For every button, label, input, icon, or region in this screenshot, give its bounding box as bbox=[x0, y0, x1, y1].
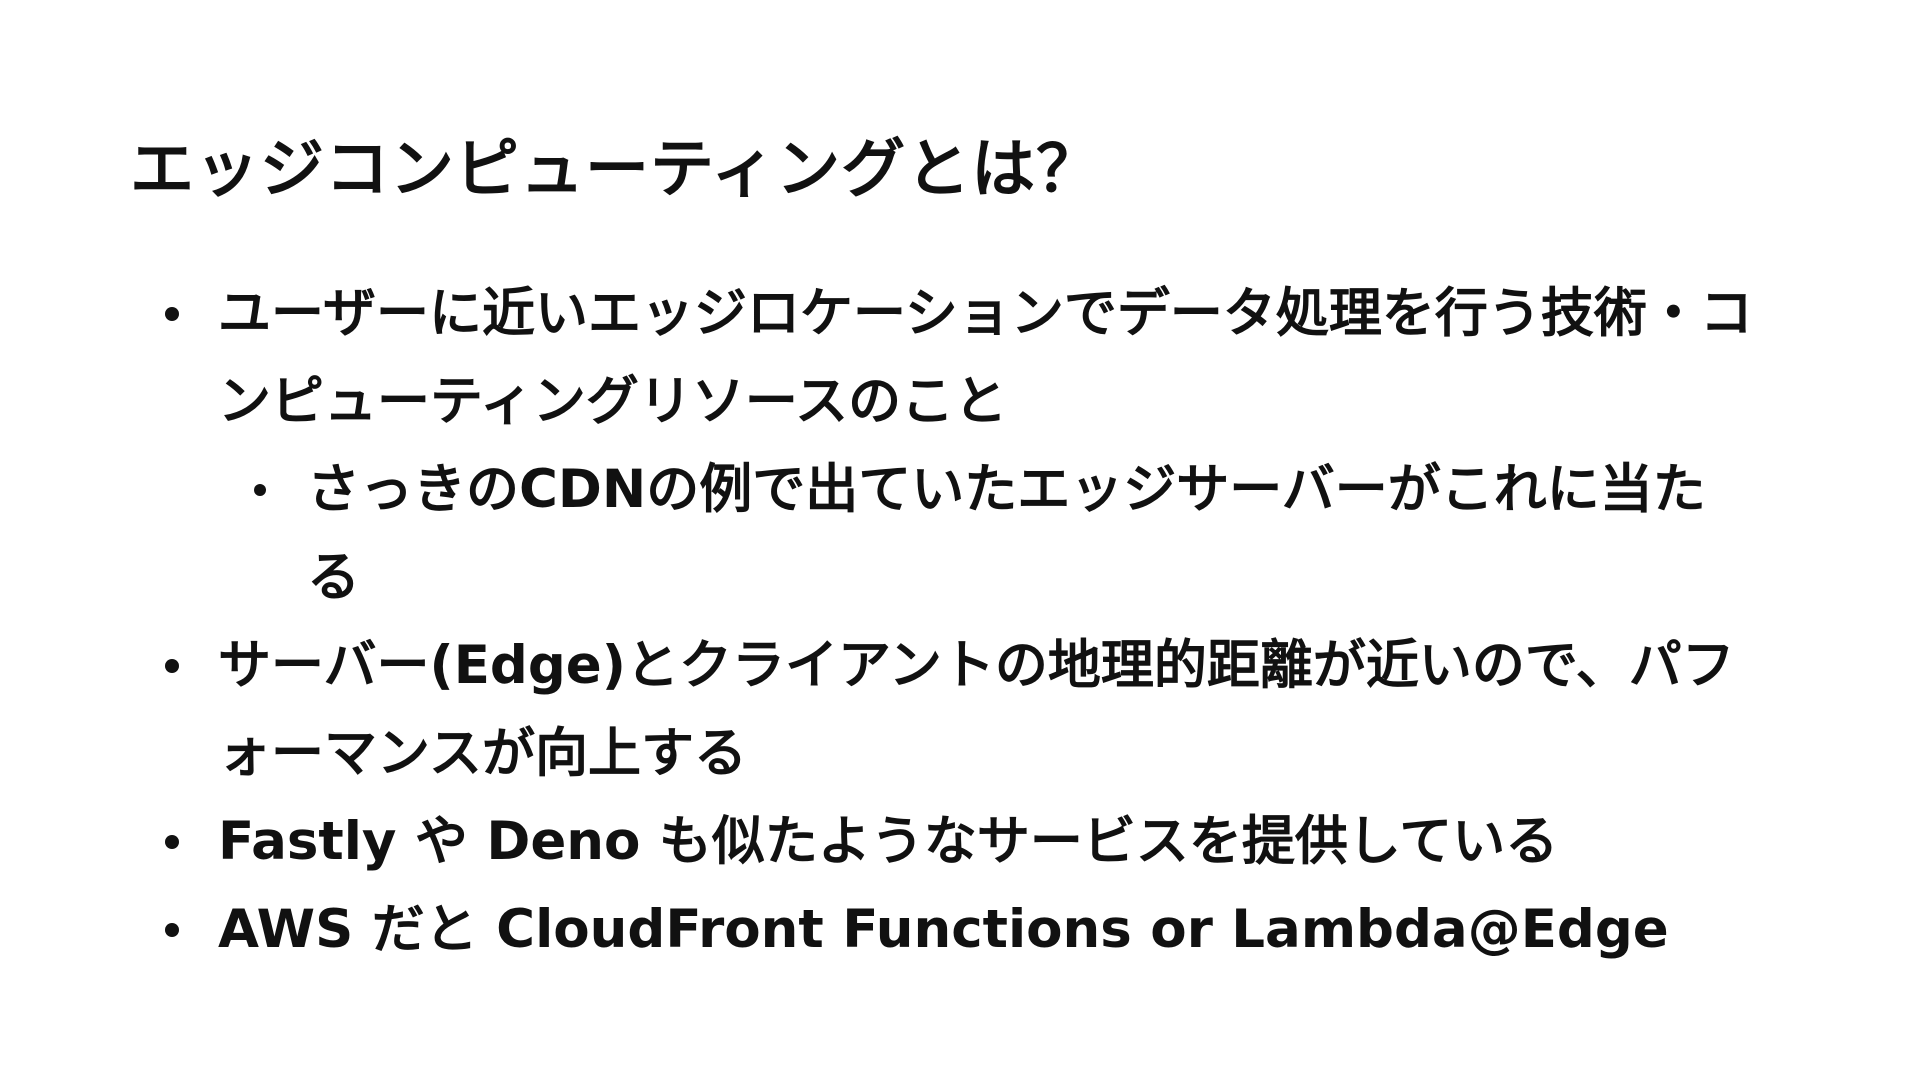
slide-title: エッジコンピューティングとは？ bbox=[130, 133, 1102, 207]
bullet-dot-icon bbox=[165, 835, 179, 849]
bullet-item-performance: サーバー(Edge)とクライアントの地理的距離が近いので、パフォーマンスが向上す… bbox=[0, 622, 1778, 798]
bullet-text: Fastly や Deno も似たようなサービスを提供している bbox=[218, 811, 1559, 872]
bullet-item-cdn-example: さっきのCDNの例で出ていたエッジサーバーがこれに当たる bbox=[0, 446, 1757, 622]
bullet-list: ユーザーに近いエッジロケーションでデータ処理を行う技術・コンピューティングリソー… bbox=[0, 270, 1920, 974]
bullet-text: AWS だと CloudFront Functions or Lambda@Ed… bbox=[218, 899, 1669, 960]
bullet-dot-icon bbox=[165, 307, 179, 321]
bullet-text: サーバー(Edge)とクライアントの地理的距離が近いので、パフォーマンスが向上す… bbox=[218, 635, 1735, 784]
bullet-text: さっきのCDNの例で出ていたエッジサーバーがこれに当たる bbox=[307, 459, 1706, 608]
bullet-item-edge-definition: ユーザーに近いエッジロケーションでデータ処理を行う技術・コンピューティングリソー… bbox=[0, 270, 1778, 446]
bullet-dot-icon bbox=[165, 923, 179, 937]
bullet-item-aws: AWS だと CloudFront Functions or Lambda@Ed… bbox=[0, 886, 1778, 974]
bullet-dot-icon bbox=[254, 484, 266, 496]
bullet-item-fastly-deno: Fastly や Deno も似たようなサービスを提供している bbox=[0, 798, 1778, 886]
bullet-dot-icon bbox=[165, 659, 179, 673]
bullet-text: ユーザーに近いエッジロケーションでデータ処理を行う技術・コンピューティングリソー… bbox=[218, 283, 1753, 432]
